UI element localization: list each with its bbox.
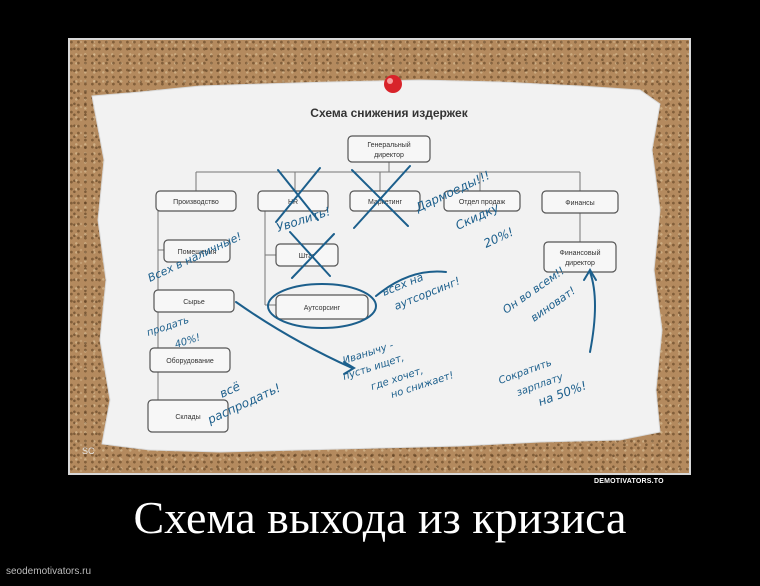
box-production-label: Производство bbox=[173, 199, 219, 206]
watermark: DEMOTIVATORS.TO bbox=[594, 478, 664, 485]
push-pin-icon bbox=[384, 75, 402, 93]
box-ceo-line2: директор bbox=[374, 152, 404, 159]
box-outsourcing-label: Аутсорсинг bbox=[304, 305, 341, 312]
box-raw-label: Сырье bbox=[183, 299, 205, 306]
box-findir-line2: директор bbox=[565, 260, 595, 267]
chart-title: Схема снижения издержек bbox=[310, 106, 468, 120]
site-url: seodemotivators.ru bbox=[6, 566, 91, 577]
photo-sc-mark: SC bbox=[82, 446, 95, 456]
box-ceo-line1: Генеральный bbox=[367, 141, 410, 149]
box-warehouses-label: Склады bbox=[175, 414, 200, 421]
box-finance-label: Финансы bbox=[565, 200, 594, 207]
box-equipment-label: Оборудование bbox=[166, 357, 214, 365]
box-findir-line1: Финансовый bbox=[560, 249, 601, 257]
caption: Схема выхода из кризиса bbox=[0, 488, 760, 548]
box-sales-label: Отдел продаж bbox=[459, 199, 506, 206]
